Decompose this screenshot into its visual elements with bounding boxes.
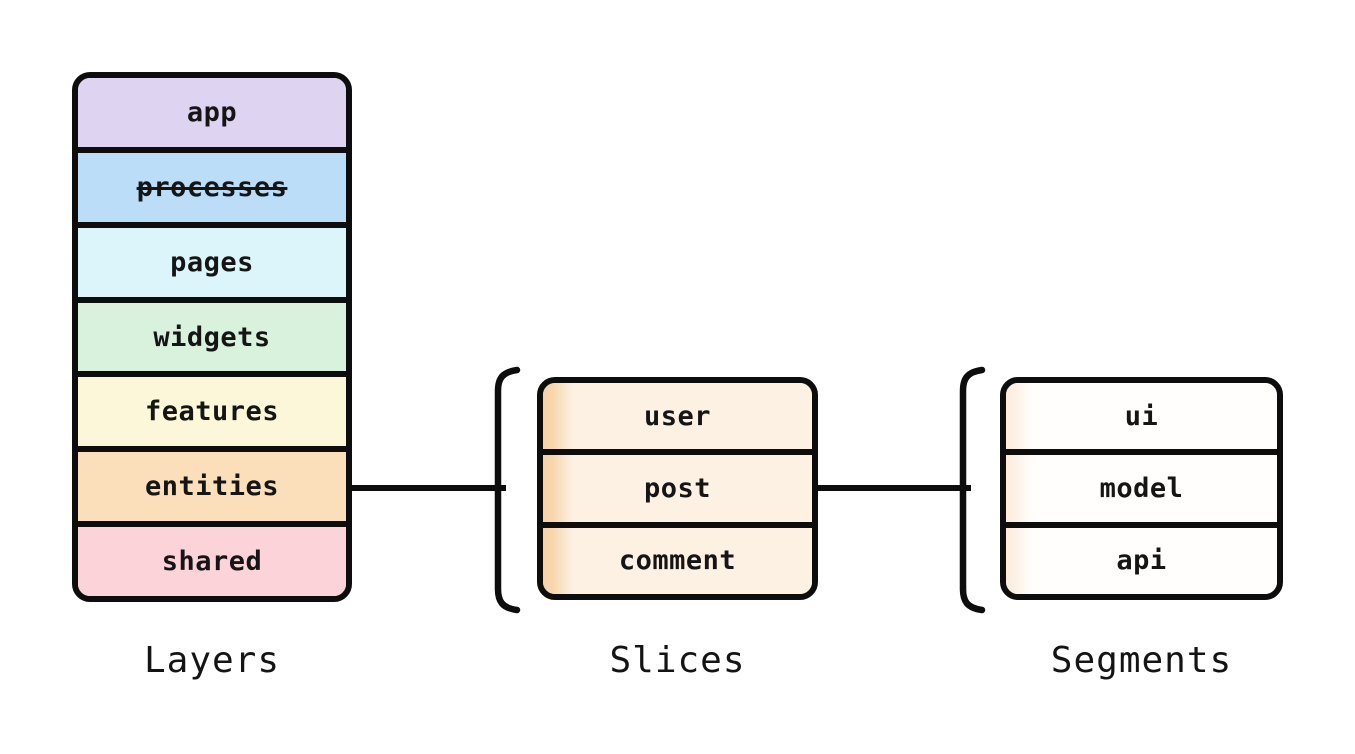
- slices-stack: user post comment: [537, 377, 818, 600]
- segment-api: api: [1006, 521, 1277, 594]
- segments-caption: Segments: [1050, 640, 1233, 681]
- connector-layers-to-slices: [349, 485, 506, 491]
- slice-post: post: [543, 449, 812, 522]
- connector-slices-to-segments: [815, 485, 971, 491]
- layer-shared: shared: [78, 521, 346, 596]
- segments-stack: ui model api: [1000, 377, 1283, 600]
- segments-bracket-icon: [959, 366, 986, 614]
- layer-features: features: [78, 371, 346, 447]
- slices-caption: Slices: [609, 640, 746, 681]
- layer-processes: processes: [78, 146, 346, 222]
- layers-caption: Layers: [143, 640, 281, 681]
- segment-model: model: [1006, 449, 1277, 522]
- layer-entities: entities: [78, 446, 346, 522]
- layer-app: app: [78, 78, 346, 147]
- slice-user: user: [543, 383, 812, 450]
- slice-comment: comment: [543, 521, 812, 594]
- slices-bracket-icon: [494, 366, 521, 614]
- layer-widgets: widgets: [78, 296, 346, 372]
- segment-ui: ui: [1006, 383, 1277, 450]
- layer-pages: pages: [78, 221, 346, 297]
- layers-stack: app processes pages widgets features ent…: [72, 72, 352, 602]
